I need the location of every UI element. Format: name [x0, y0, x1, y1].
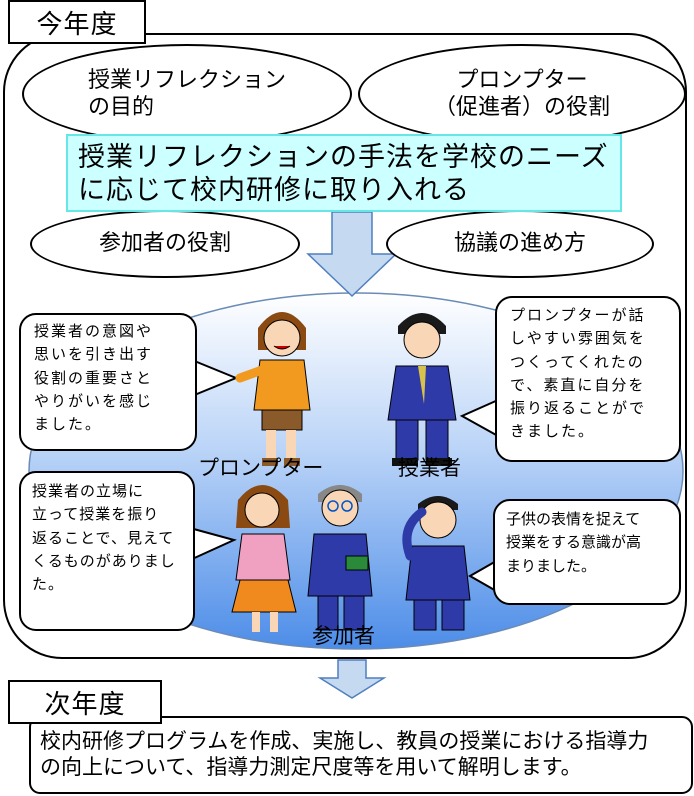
bubble-top-left [19, 313, 197, 451]
prompter-figure [235, 312, 311, 466]
prompter-role-ellipse: プロンプター （促進者）の役割 [358, 44, 686, 144]
bubble-tail-bottom-right [467, 559, 499, 593]
participant-role-ellipse: 参加者の役割 [30, 210, 300, 278]
next-year-label: 次年度 [8, 680, 162, 724]
bubble-bottom-right [493, 499, 681, 605]
this-year-label: 今年度 [8, 0, 146, 44]
bubble-top-right [495, 296, 681, 462]
bubble-bottom-left [19, 471, 195, 631]
purpose-text: 授業リフレクション の目的 [87, 67, 286, 121]
teacher-label: 授業者 [398, 456, 461, 480]
comment-bottom-right: 子供の表情を捉えて 授業をする意識が高 まりました。 [506, 510, 642, 575]
headline-box: 授業リフレクションの手法を学校のニーズ に応じて校内研修に取り入れる [66, 134, 622, 212]
comment-top-left: 授業者の意図や 思いを引き出す 役割の重要さと やりがいを感じ ました。 [34, 322, 154, 433]
next-plan-text: 校内研修プログラムを作成、実施し、教員の授業における指導力 の向上について、指導… [40, 729, 649, 780]
participant-glasses-figure [307, 485, 373, 631]
comment-top-right: プロンプターが話 しやすい雰囲気を つくってくれたの で、素直に自分を 振り返る… [510, 306, 647, 441]
purpose-ellipse: 授業リフレクション の目的 [22, 44, 352, 144]
bubble-tail-top-right [459, 399, 499, 437]
prompter-label: プロンプター [198, 456, 324, 480]
prompter-role-text: プロンプター （促進者）の役割 [433, 67, 610, 121]
participant-thinking-figure [402, 496, 471, 631]
teacher-figure [387, 313, 457, 466]
participants-label: 参加者 [312, 624, 375, 648]
down-arrow-icon [306, 211, 398, 298]
participant-woman-figure [231, 485, 297, 632]
comment-bottom-left: 授業者の立場に 立って授業を振り 返ることで、見えて くるものがありまし た。 [32, 482, 176, 593]
bubble-tail-bottom-left [189, 527, 237, 561]
discussion-ellipse: 協議の進め方 [386, 210, 654, 278]
next-year-frame [29, 716, 693, 794]
down-arrow-icon-next [317, 659, 387, 699]
